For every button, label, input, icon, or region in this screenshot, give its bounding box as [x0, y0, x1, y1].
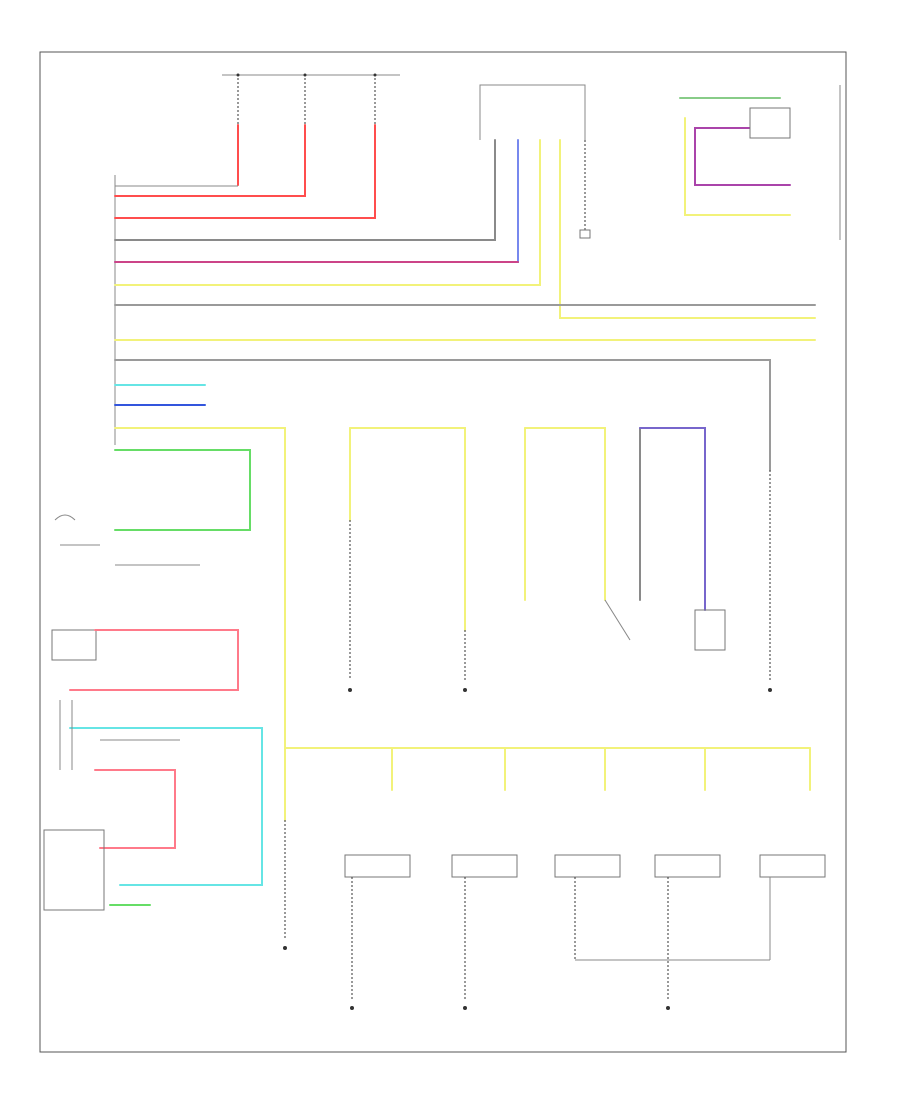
sensor-5	[759, 854, 826, 878]
wire-yellow-top-right	[684, 117, 791, 216]
wire-pink-2	[69, 629, 239, 691]
wire-cyan-lower	[69, 727, 263, 886]
diagram-frame	[39, 51, 847, 1053]
wire-violet-right	[639, 427, 706, 611]
yellow-bus-mid	[284, 427, 811, 749]
wire-violet-top-right	[694, 127, 791, 186]
wire-green-left	[114, 449, 251, 531]
wire-pink-3	[94, 769, 176, 849]
wires-pink-lower	[69, 629, 263, 906]
wire-red-3	[114, 124, 376, 219]
dashed-ground-runs	[284, 470, 771, 940]
wire-yellow-bus-a	[349, 427, 466, 631]
steering-module	[479, 84, 591, 239]
sensor-2	[451, 854, 518, 878]
wires-right-mid	[604, 427, 726, 651]
sensor-1	[344, 854, 411, 878]
wire-yellow-bus-c	[524, 427, 606, 601]
wire-yellow-2	[559, 139, 816, 319]
wire-gray-3	[114, 359, 771, 471]
module-top-right	[679, 85, 841, 240]
wire-gray-1	[114, 139, 496, 241]
wire-yellow-main	[114, 427, 286, 821]
ground-symbols	[283, 688, 772, 1010]
sensor-3	[554, 854, 621, 878]
wire-yellow-1	[114, 139, 541, 286]
sensor-4	[654, 854, 721, 878]
wires-red-top	[114, 124, 376, 219]
left-switches	[51, 514, 100, 661]
fuse-group-top	[222, 73, 400, 125]
wires-mid-top	[114, 139, 816, 471]
wire-blue-1	[114, 139, 519, 263]
bottom-sensors	[344, 747, 826, 1000]
wire-red-2	[114, 124, 306, 197]
wires-left-mid	[114, 384, 286, 821]
